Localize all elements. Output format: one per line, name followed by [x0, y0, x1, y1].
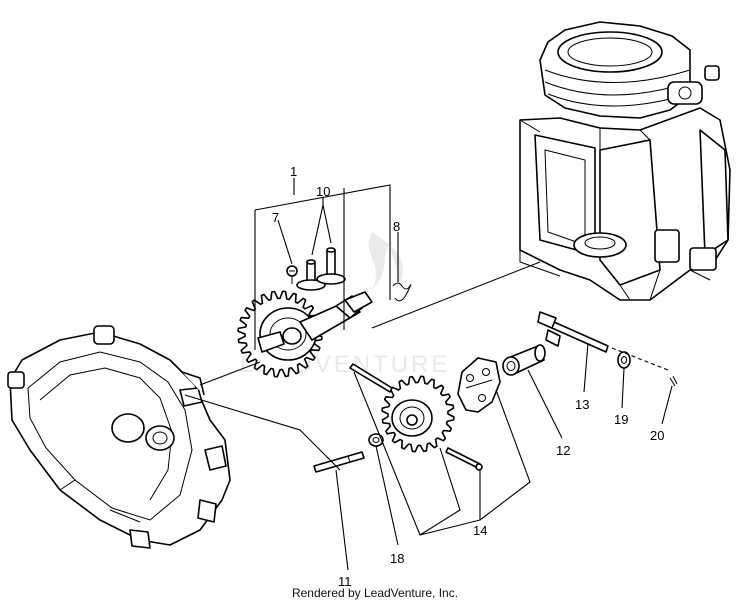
footer-credit: Rendered by LeadVenture, Inc. — [291, 586, 459, 600]
spring — [392, 282, 412, 302]
governor-gear — [381, 375, 455, 453]
governor-bracket — [457, 357, 501, 413]
callout-18: 18 — [390, 551, 404, 566]
callout-19: 19 — [614, 412, 628, 427]
screw — [286, 265, 298, 284]
callout-14: 14 — [473, 523, 487, 538]
clip — [669, 375, 678, 387]
callouts: 1 7 10 8 11 18 14 12 13 19 20 — [272, 164, 664, 589]
leader-lines — [184, 178, 673, 571]
callout-1: 1 — [290, 164, 297, 179]
tappets — [296, 247, 346, 291]
governor-shaft — [537, 311, 609, 353]
crank-pin — [313, 451, 365, 473]
bushing — [502, 344, 546, 376]
callout-20: 20 — [650, 428, 664, 443]
crankcase-cover — [7, 325, 231, 549]
callout-8: 8 — [393, 219, 400, 234]
camshaft-gear — [237, 290, 373, 378]
pins — [349, 363, 483, 471]
callout-12: 12 — [556, 443, 570, 458]
callout-13: 13 — [575, 397, 589, 412]
engine-block — [519, 21, 731, 301]
callout-7: 7 — [272, 210, 279, 225]
callout-10: 10 — [316, 184, 330, 199]
callout-11: 11 — [338, 574, 352, 589]
washer-18 — [368, 433, 384, 447]
